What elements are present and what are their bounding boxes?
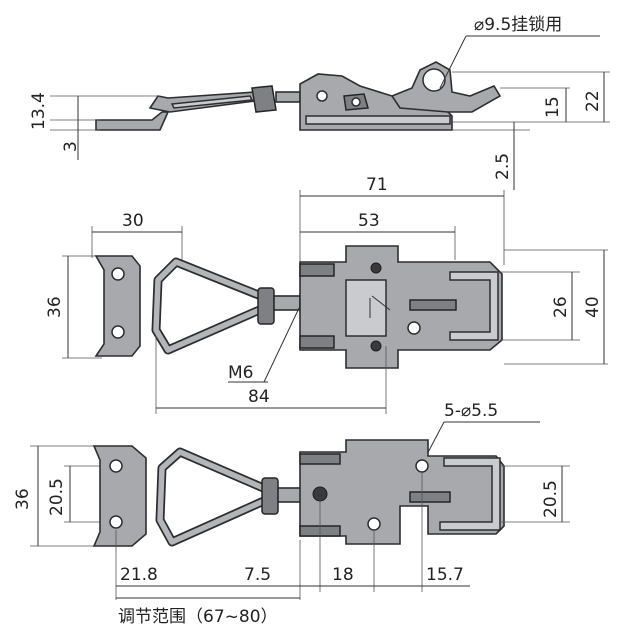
thread-label-m6: M6	[228, 363, 253, 383]
dim-36-bottom: 36	[13, 488, 33, 510]
dim-53: 53	[358, 211, 380, 231]
side-base-plate	[95, 111, 170, 131]
bottom-hook-loop	[439, 457, 501, 531]
padlock-hole-label: ⌀9.5挂锁用	[474, 15, 562, 35]
dim-3: 3	[61, 141, 81, 152]
bottom-view: 5-⌀5.5 36 20.5 20.5	[13, 401, 570, 627]
side-nut	[251, 85, 277, 113]
dim-21-8: 21.8	[120, 565, 158, 585]
dim-71: 71	[366, 175, 388, 195]
side-view: ⌀9.5挂锁用 13.4 3 15 22 2.5	[29, 15, 610, 190]
dim-13-4: 13.4	[29, 92, 49, 130]
bottom-base-plate	[92, 445, 147, 547]
top-view: 71 53 30 36	[45, 175, 608, 414]
adjust-range-label: 调节范围（67~80）	[118, 607, 278, 627]
dim-15: 15	[543, 96, 563, 118]
top-swivel-nut	[257, 287, 275, 325]
top-base-plate	[94, 255, 141, 357]
dim-7-5: 7.5	[244, 565, 271, 585]
dim-20-5-right: 20.5	[541, 480, 561, 518]
dim-15-7: 15.7	[426, 565, 464, 585]
dim-20-5-left: 20.5	[47, 478, 67, 516]
dim-2-5: 2.5	[493, 153, 513, 180]
dim-40: 40	[583, 296, 603, 318]
dim-36-top: 36	[45, 296, 65, 318]
dim-84: 84	[248, 387, 270, 407]
dim-30: 30	[122, 211, 144, 231]
holes-label: 5-⌀5.5	[444, 401, 498, 421]
padlock-hole	[422, 68, 446, 92]
dim-26: 26	[551, 296, 571, 318]
dim-18: 18	[332, 565, 354, 585]
side-lever	[390, 61, 502, 113]
top-hook-loop	[449, 271, 499, 341]
dim-22: 22	[583, 90, 603, 112]
